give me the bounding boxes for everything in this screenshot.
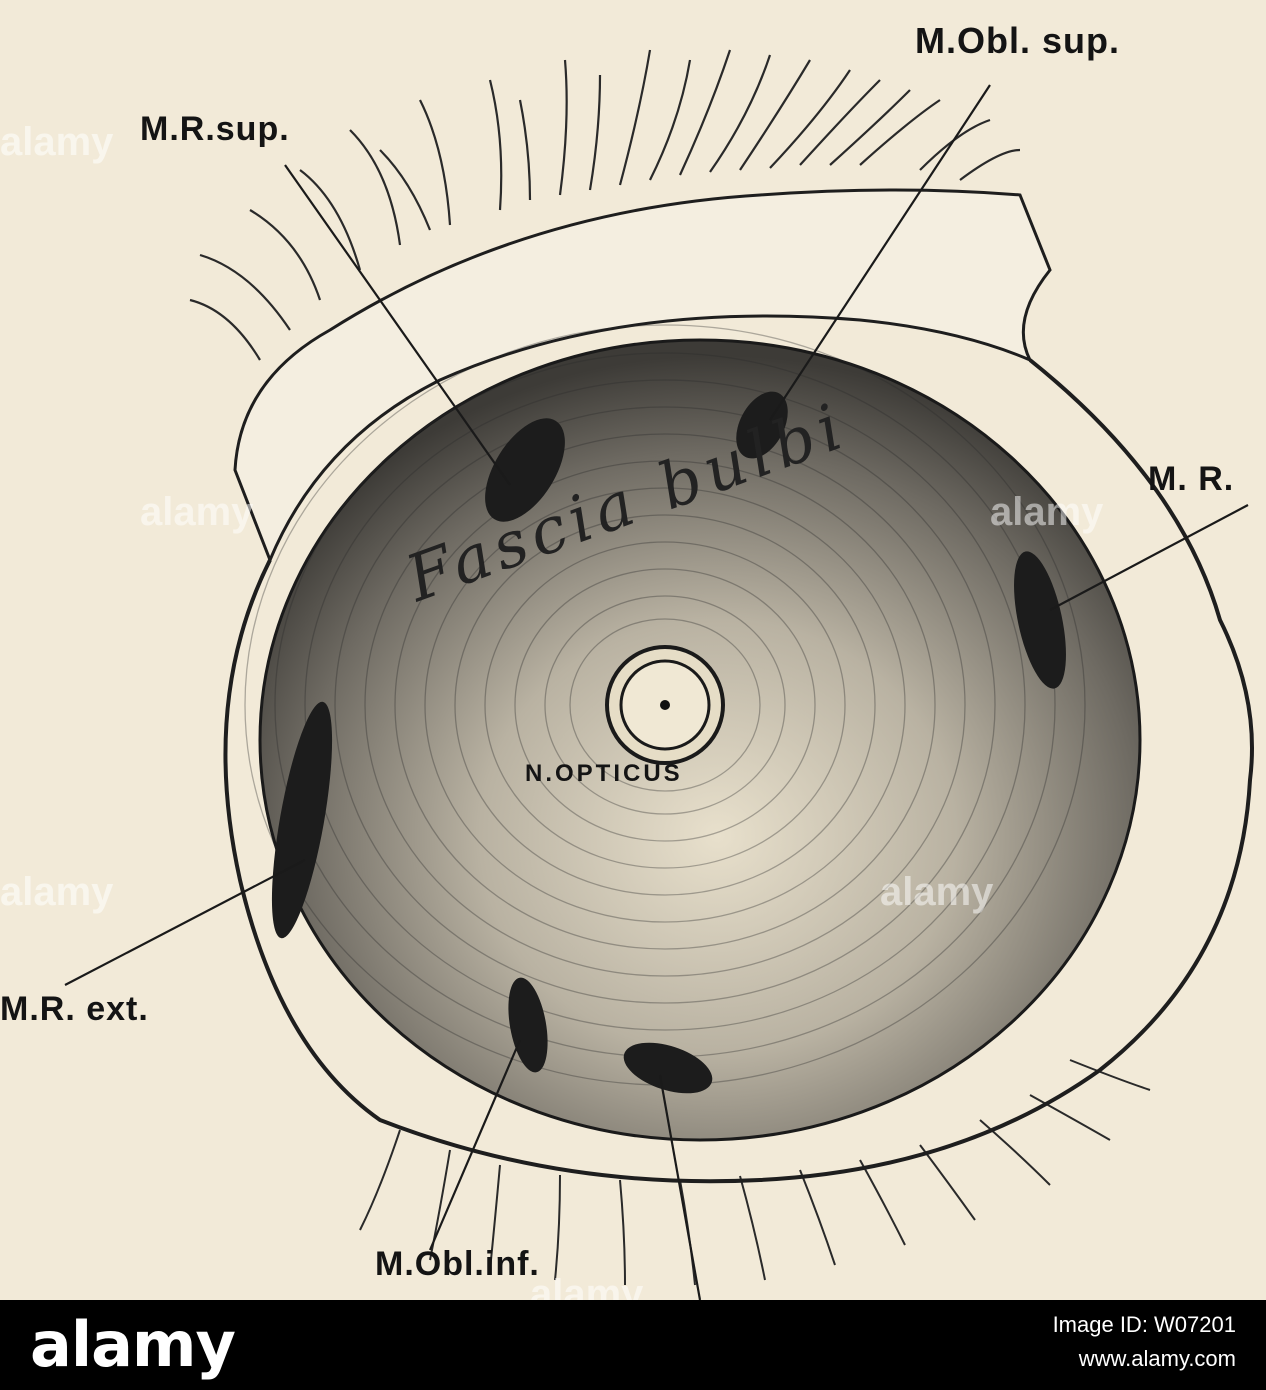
footer-logo[interactable]: alamy — [30, 1308, 236, 1381]
eyeball-drawing — [64, 49, 1254, 1301]
stock-footer-bar: alamy Image ID: W07201 www.alamy.com — [0, 1300, 1266, 1390]
insertion-obliquus-superior — [736, 391, 788, 459]
label-rectus-internus: M. R. — [1148, 460, 1235, 498]
fascia-fibers — [244, 324, 1086, 1086]
insertion-rectus-superior — [485, 418, 565, 522]
eyelid-outline — [223, 358, 1254, 1184]
watermark: alamy — [140, 490, 254, 534]
insertion-rectus-internus — [1014, 551, 1066, 689]
watermark: alamy — [0, 120, 114, 164]
label-nervus-opticus: N.OPTICUS — [525, 760, 683, 787]
footer-image-id: Image ID: W07201 — [1052, 1312, 1236, 1337]
insertion-obliquus-inferior — [508, 977, 548, 1073]
eye-fascia-illustration: alamy alamy alamy alamy alamy alamy M.R.… — [0, 20, 1254, 1316]
upper-eyelashes — [189, 49, 1021, 361]
footer-url[interactable]: www.alamy.com — [1078, 1346, 1236, 1371]
leader-lines — [64, 84, 1249, 1301]
watermark: alamy — [990, 490, 1104, 534]
label-rectus-superior: M.R.sup. — [140, 110, 290, 148]
label-rectus-externus: M.R. ext. — [0, 990, 149, 1028]
upper-eyelid — [233, 188, 1052, 565]
insertion-rectus-inferior — [623, 1042, 713, 1094]
insertion-rectus-externus — [271, 701, 333, 939]
optic-nerve — [605, 645, 725, 765]
watermark: alamy — [880, 870, 994, 914]
label-obliquus-superior: M.Obl. sup. — [915, 20, 1120, 61]
watermark: alamy — [0, 870, 114, 914]
muscle-insertions — [271, 391, 1066, 1094]
label-obliquus-inferior: M.Obl.inf. — [375, 1245, 540, 1283]
